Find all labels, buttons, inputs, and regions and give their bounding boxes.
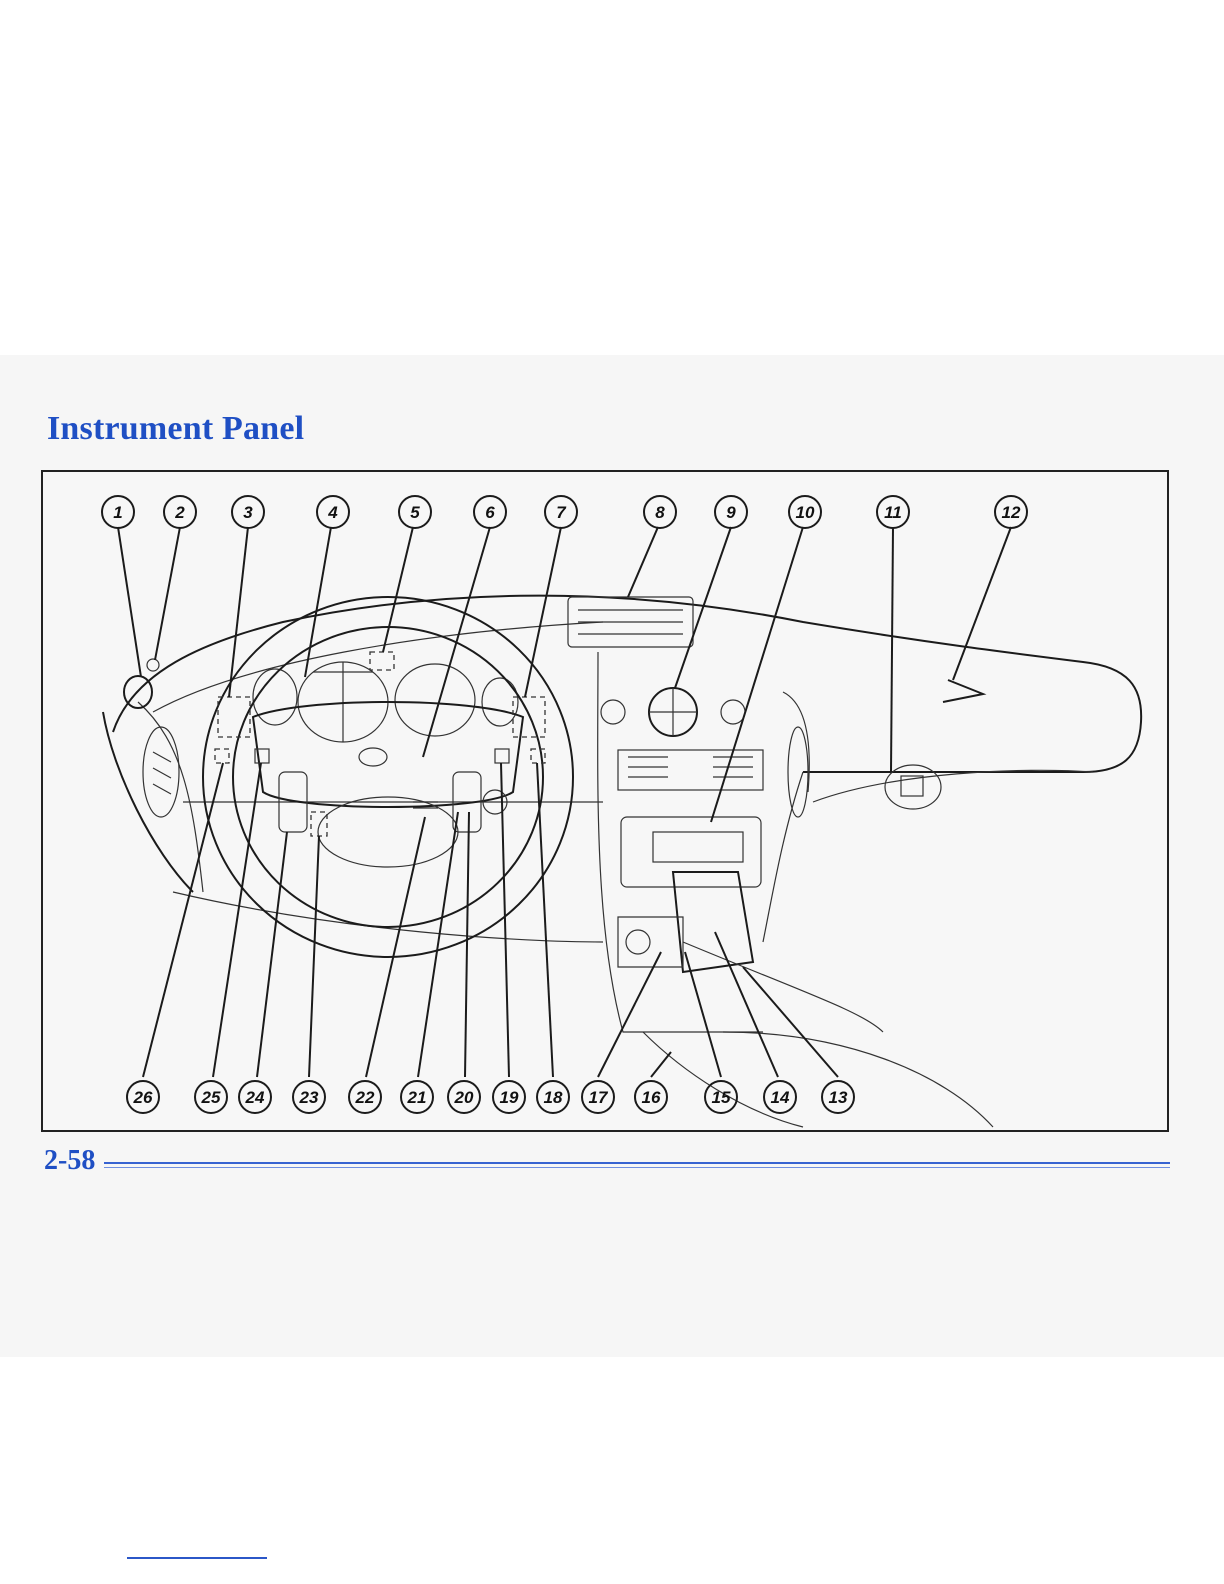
footer-rule (104, 1162, 1170, 1164)
svg-text:8: 8 (655, 503, 665, 522)
svg-text:7: 7 (556, 503, 567, 522)
callout-23: 23 (293, 1081, 325, 1113)
callout-15: 15 (705, 1081, 737, 1113)
svg-text:12: 12 (1002, 503, 1021, 522)
callout-9: 9 (715, 496, 747, 528)
callout-7: 7 (545, 496, 577, 528)
svg-text:17: 17 (589, 1088, 609, 1107)
svg-text:19: 19 (500, 1088, 519, 1107)
callout-24: 24 (239, 1081, 271, 1113)
callout-21: 21 (401, 1081, 433, 1113)
svg-text:21: 21 (407, 1088, 427, 1107)
callout-17: 17 (582, 1081, 614, 1113)
section-title: Instrument Panel (47, 410, 304, 448)
callout-19: 19 (493, 1081, 525, 1113)
svg-text:2: 2 (174, 503, 185, 522)
callout-22: 22 (349, 1081, 381, 1113)
callout-16: 16 (635, 1081, 667, 1113)
callout-10: 10 (789, 496, 821, 528)
callout-2: 2 (164, 496, 196, 528)
svg-text:1: 1 (113, 503, 122, 522)
callout-5: 5 (399, 496, 431, 528)
callout-26: 26 (127, 1081, 159, 1113)
page-number: 2-58 (44, 1145, 95, 1177)
instrument-panel-drawing: 1 2 3 4 5 6 7 8 9 10 11 12 26 25 24 23 2… (43, 472, 1167, 1130)
svg-text:24: 24 (245, 1088, 265, 1107)
callout-13: 13 (822, 1081, 854, 1113)
svg-text:15: 15 (712, 1088, 731, 1107)
callout-11: 11 (877, 496, 909, 528)
callout-12: 12 (995, 496, 1027, 528)
callout-3: 3 (232, 496, 264, 528)
instrument-panel-figure: 1 2 3 4 5 6 7 8 9 10 11 12 26 25 24 23 2… (41, 470, 1169, 1132)
svg-text:20: 20 (454, 1088, 474, 1107)
callout-14: 14 (764, 1081, 796, 1113)
svg-text:10: 10 (796, 503, 815, 522)
callout-1: 1 (102, 496, 134, 528)
svg-text:22: 22 (355, 1088, 375, 1107)
svg-text:6: 6 (485, 503, 495, 522)
svg-text:11: 11 (884, 503, 902, 522)
callout-25: 25 (195, 1081, 227, 1113)
svg-text:5: 5 (410, 503, 420, 522)
svg-text:14: 14 (771, 1088, 790, 1107)
bottom-margin-rule (127, 1557, 267, 1559)
callout-20: 20 (448, 1081, 480, 1113)
callout-8: 8 (644, 496, 676, 528)
svg-text:26: 26 (133, 1088, 153, 1107)
svg-text:13: 13 (829, 1088, 848, 1107)
svg-text:23: 23 (299, 1088, 319, 1107)
callout-6: 6 (474, 496, 506, 528)
footer-rule-thin (104, 1167, 1170, 1168)
svg-text:16: 16 (642, 1088, 661, 1107)
svg-text:9: 9 (726, 503, 736, 522)
svg-text:18: 18 (544, 1088, 563, 1107)
svg-text:25: 25 (201, 1088, 221, 1107)
callout-18: 18 (537, 1081, 569, 1113)
svg-text:3: 3 (243, 503, 253, 522)
svg-text:4: 4 (327, 503, 338, 522)
glove-box (643, 680, 1093, 1127)
callout-4: 4 (317, 496, 349, 528)
